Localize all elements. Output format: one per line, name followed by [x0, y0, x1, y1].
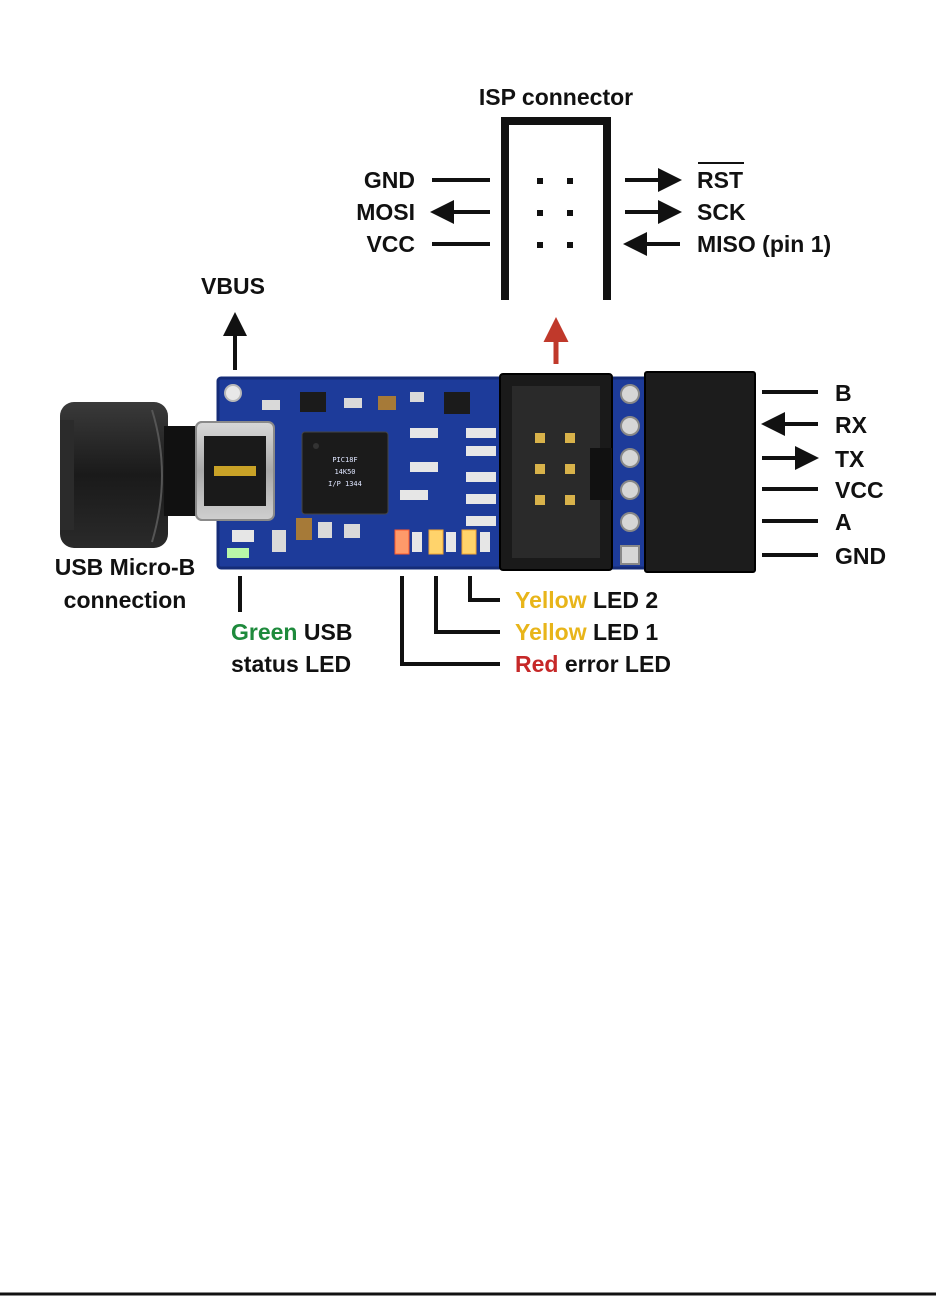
isp-connector-title: ISP connector — [479, 84, 633, 110]
yellow-led-1 — [428, 529, 444, 555]
usb-label-line2: connection — [64, 587, 187, 613]
isp-label-sck: SCK — [697, 199, 746, 225]
yellow-led-1-pointer — [434, 576, 500, 634]
pin-label-a: A — [835, 509, 852, 535]
isp-label-rst: RST — [697, 167, 743, 193]
isp-label-mosi: MOSI — [356, 199, 415, 225]
pin-label-b: B — [835, 380, 852, 406]
yellow-led-2-label: Yellow LED 2 — [515, 587, 658, 613]
red-led-pointer — [400, 576, 500, 666]
red-led-color-word: Red — [515, 651, 558, 677]
chip-line3: I/P 1344 — [328, 480, 362, 488]
green-usb-led — [227, 548, 249, 558]
green-led-label-rest: USB — [297, 619, 352, 645]
green-led-color-word: Green — [231, 619, 297, 645]
yellow-led-1-label: Yellow LED 1 — [515, 619, 658, 645]
serial-header-pins — [620, 384, 640, 565]
vbus-label: VBUS — [201, 273, 265, 299]
yellow-led-2-pointer — [468, 576, 500, 602]
isp-label-gnd: GND — [364, 167, 415, 193]
chip-line2: 14K50 — [334, 468, 355, 476]
isp-pin-dots — [537, 178, 573, 248]
pin-label-gnd: GND — [835, 543, 886, 569]
yellow-led-2-color-word: Yellow — [515, 587, 587, 613]
yellow-led-1-label-rest: LED 1 — [587, 619, 659, 645]
isp-label-miso: MISO (pin 1) — [697, 231, 831, 257]
yellow-led-2 — [461, 529, 477, 555]
chip-line1: PIC18F — [332, 456, 357, 464]
yellow-led-2-label-rest: LED 2 — [587, 587, 659, 613]
pcb-board: PIC18F 14K50 I/P 1344 — [195, 371, 756, 573]
pin-label-rx: RX — [835, 412, 868, 438]
red-led-label-rest: error LED — [558, 651, 670, 677]
yellow-led-1-color-word: Yellow — [515, 619, 587, 645]
red-error-led — [394, 529, 410, 555]
isp-label-vcc: VCC — [366, 231, 415, 257]
pin-label-vcc: VCC — [835, 477, 884, 503]
green-led-label: Green USB — [231, 619, 352, 645]
serial-header-block — [644, 371, 756, 573]
red-led-label: Red error LED — [515, 651, 671, 677]
green-led-label-line2: status LED — [231, 651, 351, 677]
usb-label-line1: USB Micro-B — [55, 554, 196, 580]
pin-label-tx: TX — [835, 446, 865, 472]
isp-connector-outline — [501, 117, 611, 300]
